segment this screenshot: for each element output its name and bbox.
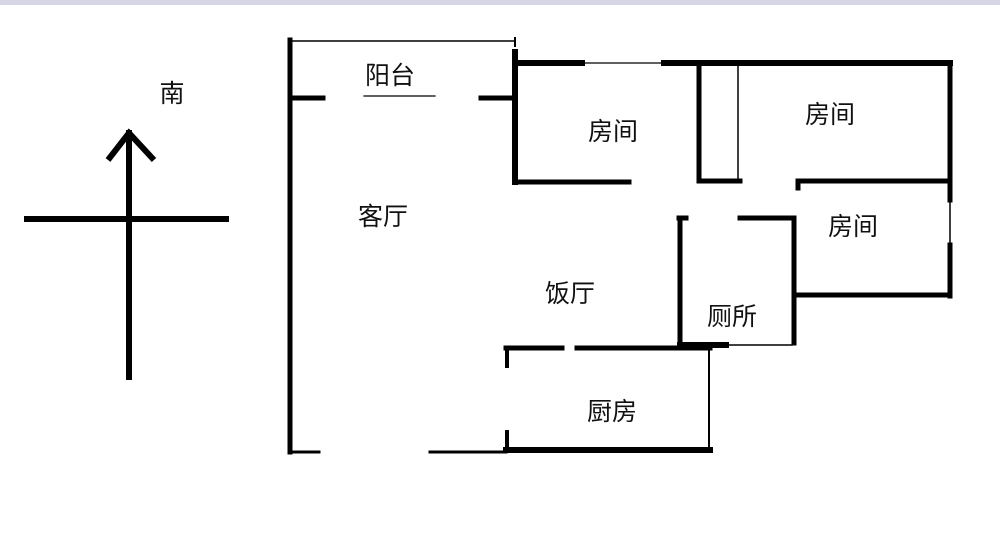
- room-label-dining-room: 饭厅: [544, 279, 596, 308]
- room-label-toilet: 厕所: [706, 302, 758, 331]
- room-label-bedroom-2: 房间: [804, 100, 856, 129]
- compass-icon: [24, 128, 229, 380]
- compass-direction-label: 南: [159, 79, 185, 108]
- room-label-bedroom-1: 房间: [587, 117, 639, 146]
- room-label-balcony: 阳台: [364, 61, 416, 90]
- room-label-bedroom-3: 房间: [827, 212, 879, 241]
- room-label-kitchen: 厨房: [586, 397, 638, 426]
- room-label-living-room: 客厅: [357, 202, 409, 231]
- walls: [287, 37, 953, 455]
- top-strip: [0, 0, 1000, 5]
